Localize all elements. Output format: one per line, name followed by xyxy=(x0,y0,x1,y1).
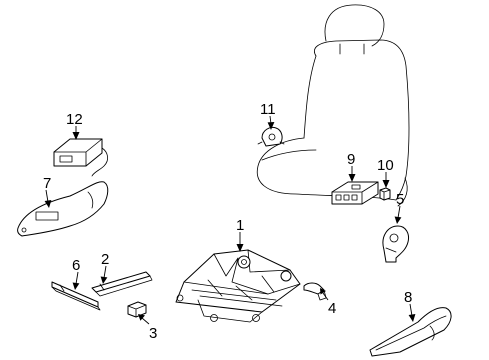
callout-labels: 1 2 3 4 5 6 7 8 9 10 11 12 xyxy=(43,101,412,342)
callout-8: 8 xyxy=(404,289,412,306)
part-10-knob xyxy=(379,187,391,201)
part-7-side-shield xyxy=(17,181,109,237)
leader-lines xyxy=(44,115,416,325)
part-8-side-shield xyxy=(369,307,452,357)
callout-5: 5 xyxy=(396,191,404,208)
part-6-rail-cover xyxy=(51,281,101,311)
callout-9: 9 xyxy=(347,151,355,168)
callout-10: 10 xyxy=(377,157,394,174)
callout-12: 12 xyxy=(66,111,83,128)
part-3-clip xyxy=(127,301,147,318)
part-11-motor xyxy=(257,127,285,147)
callout-7: 7 xyxy=(43,175,51,192)
callout-4: 4 xyxy=(328,300,336,317)
callout-1: 1 xyxy=(236,217,244,234)
part-5-recliner-cover xyxy=(382,225,409,263)
callout-3: 3 xyxy=(149,325,157,342)
callout-6: 6 xyxy=(72,257,80,274)
part-2-rail-cover xyxy=(91,271,153,297)
part-1-seat-adjuster xyxy=(175,249,301,323)
part-9-switch xyxy=(331,181,379,205)
callout-11: 11 xyxy=(260,101,276,118)
callout-2: 2 xyxy=(101,251,109,268)
part-12-control-module xyxy=(53,138,108,177)
